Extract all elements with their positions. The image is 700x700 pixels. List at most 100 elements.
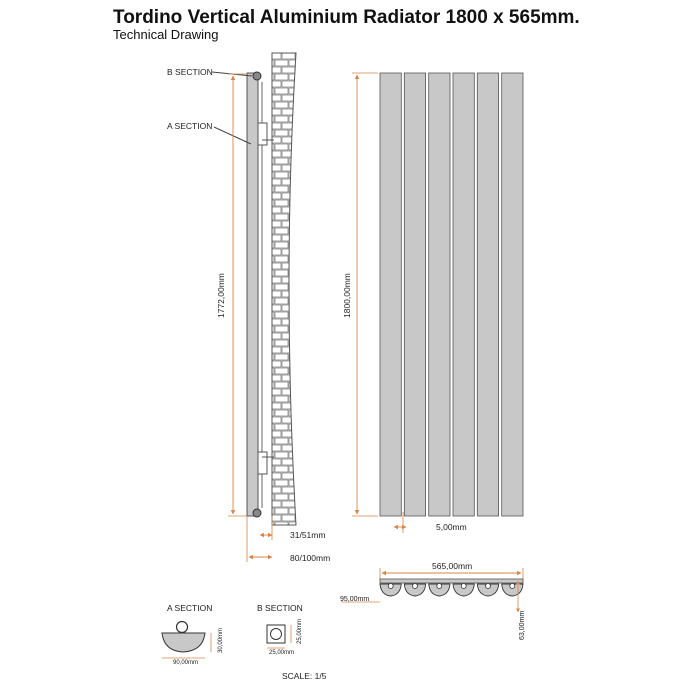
brick: [274, 395, 289, 403]
brick: [281, 66, 296, 74]
brick: [274, 423, 289, 431]
brick: [288, 227, 296, 235]
brick: [295, 234, 296, 242]
bottom-valve: [252, 508, 262, 518]
brick: [272, 234, 282, 242]
b-section-detail: B SECTION 25,00mm 25,00mm: [257, 603, 303, 656]
brick: [272, 262, 282, 270]
brick: [281, 500, 296, 508]
a-section-detail: A SECTION 90,00mm 30,00mm: [161, 603, 224, 666]
brick: [272, 199, 275, 207]
brick: [272, 164, 282, 172]
front-panels: [379, 72, 524, 517]
brick: [272, 150, 282, 158]
brick: [272, 136, 282, 144]
brick: [281, 178, 296, 186]
brick: [288, 465, 296, 473]
brick: [272, 80, 282, 88]
brick: [295, 122, 296, 130]
brick: [274, 269, 289, 277]
brick: [272, 423, 275, 431]
top-view: 565,00mm 95,00mm 63,00mm: [340, 561, 526, 640]
brick: [274, 521, 289, 525]
scale-label: SCALE: 1/5: [282, 671, 327, 681]
front-panel-column: [452, 72, 475, 517]
brick: [272, 395, 275, 403]
top-view-tube: [412, 583, 418, 589]
brick: [272, 444, 282, 452]
brick: [281, 514, 296, 522]
brick: [288, 353, 296, 361]
brick: [281, 402, 296, 410]
drawing-title: Tordino Vertical Aluminium Radiator 1800…: [113, 7, 580, 28]
brick: [274, 185, 289, 193]
brick: [272, 507, 275, 515]
brick: [274, 255, 289, 263]
top-valve: [252, 71, 262, 81]
front-panel-column: [428, 72, 451, 517]
front-height-label: 1800,00mm: [342, 273, 352, 318]
brick: [295, 136, 296, 144]
a-section-profile: [161, 632, 206, 653]
brick: [272, 346, 282, 354]
side-view: B SECTION A SECTION 1772,00mm 31/51mm 80…: [167, 52, 330, 563]
brick: [288, 101, 296, 109]
brick: [288, 241, 296, 249]
top-wall-plate: [379, 578, 524, 584]
brick: [288, 199, 296, 207]
brick: [295, 416, 296, 424]
brick: [288, 437, 296, 445]
brick: [288, 269, 296, 277]
a-section-label: A SECTION: [167, 121, 212, 131]
brick: [288, 115, 296, 123]
brick: [295, 332, 296, 340]
wall-profile: [271, 52, 297, 526]
brick: [281, 220, 296, 228]
a-section-detail-title: A SECTION: [167, 603, 212, 613]
top-view-profiles: [379, 583, 524, 597]
brick: [272, 59, 275, 67]
front-panel-column: [476, 72, 499, 517]
brick: [272, 129, 275, 137]
brick: [272, 451, 275, 459]
brick: [274, 381, 289, 389]
brick: [274, 451, 289, 459]
brick: [274, 73, 289, 81]
brick: [288, 451, 296, 459]
brick: [288, 129, 296, 137]
brick: [288, 255, 296, 263]
brick: [274, 507, 289, 515]
brick: [288, 479, 296, 487]
side-height-label: 1772,00mm: [216, 273, 226, 318]
brick: [274, 227, 289, 235]
b-width-label: 25,00mm: [269, 650, 294, 656]
brick: [274, 325, 289, 333]
brick: [295, 472, 296, 480]
a-section-tube: [175, 620, 189, 634]
brick: [281, 80, 296, 88]
brick: [272, 171, 275, 179]
brick: [281, 290, 296, 298]
brick: [281, 122, 296, 130]
brick: [274, 493, 289, 501]
a-section-leader: [213, 126, 252, 145]
brick: [274, 353, 289, 361]
brick: [274, 283, 289, 291]
brick: [272, 143, 275, 151]
brick: [281, 150, 296, 158]
brick: [288, 381, 296, 389]
brick: [281, 276, 296, 284]
brick: [274, 437, 289, 445]
brick: [288, 297, 296, 305]
brick: [288, 325, 296, 333]
brick: [295, 290, 296, 298]
brick: [274, 213, 289, 221]
brick: [272, 269, 275, 277]
brick: [272, 479, 275, 487]
bottom-bracket: [257, 451, 268, 475]
brick: [288, 87, 296, 95]
brick: [295, 220, 296, 228]
brick: [281, 234, 296, 242]
brick: [274, 115, 289, 123]
brick: [272, 227, 275, 235]
